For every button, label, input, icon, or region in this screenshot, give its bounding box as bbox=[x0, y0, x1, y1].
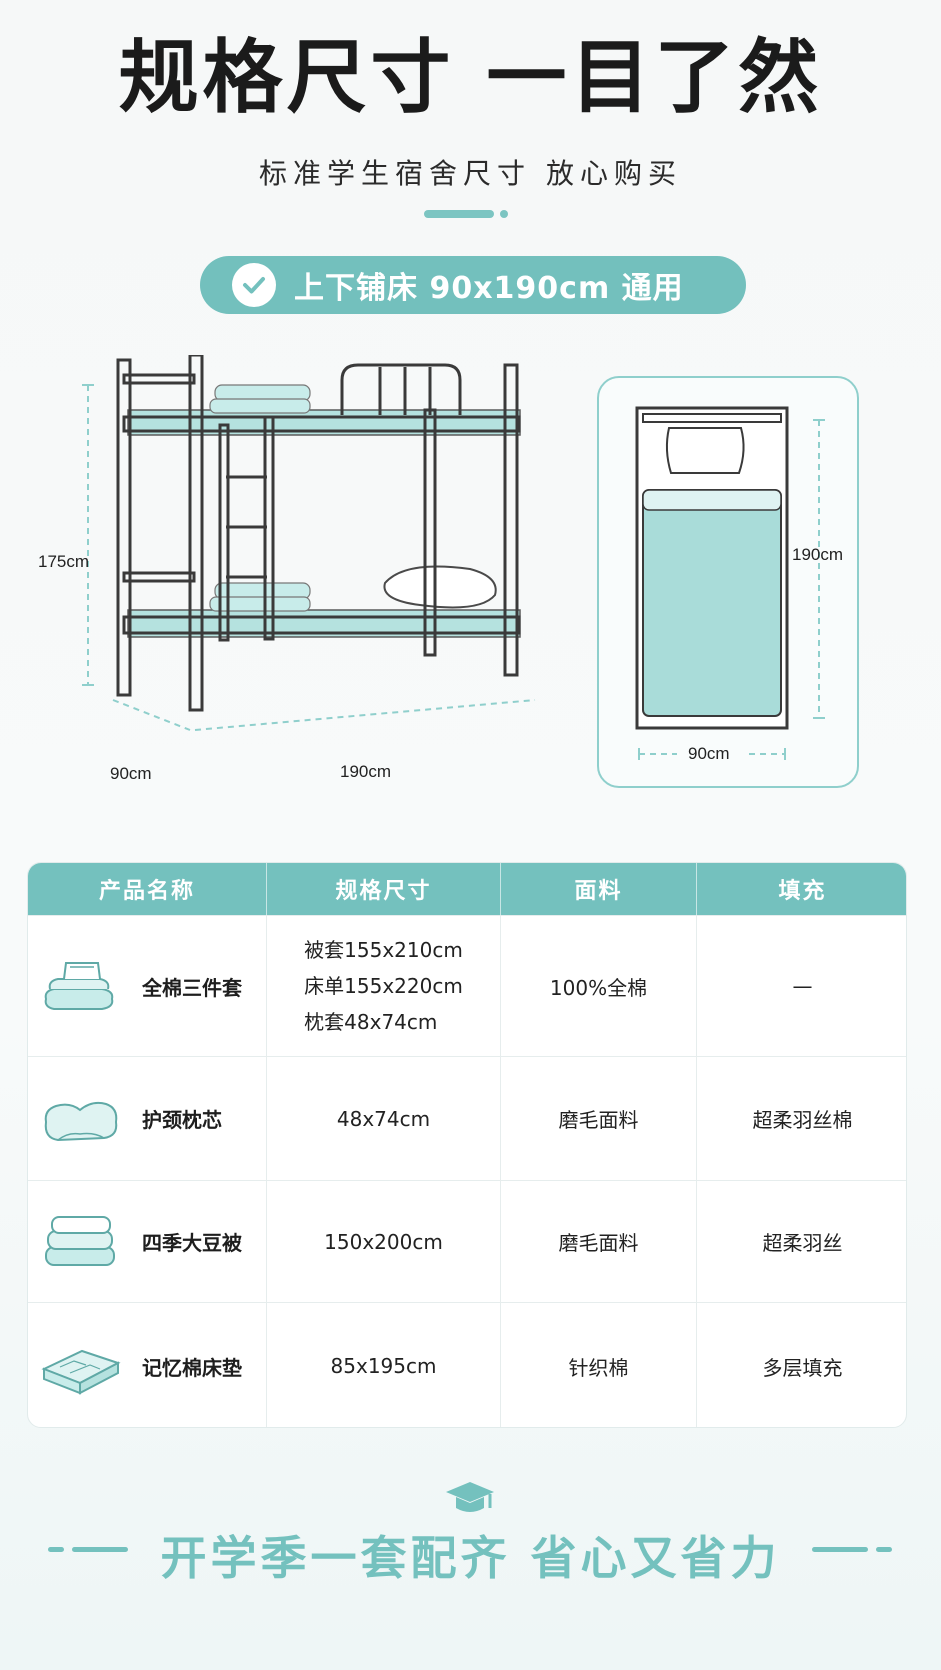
size-badge-label: 上下铺床 90x190cm 通用 bbox=[294, 271, 684, 306]
mattress-topview-illustration bbox=[635, 406, 825, 766]
bunk-height-label: 175cm bbox=[38, 552, 90, 571]
bunk-bed-illustration bbox=[82, 355, 536, 731]
mattress-width-label: 90cm bbox=[688, 744, 730, 763]
fabric-cell: 100%全棉 bbox=[501, 916, 697, 1056]
fabric-cell: 磨毛面料 bbox=[501, 1057, 697, 1180]
mattress-length-label: 190cm bbox=[792, 545, 844, 564]
table-row: 四季大豆被 150x200cm 磨毛面料 超柔羽丝 bbox=[28, 1180, 906, 1302]
filling-cell: 超柔羽丝棉 bbox=[752, 1108, 853, 1132]
check-icon bbox=[232, 263, 276, 307]
footer-left-dash bbox=[48, 1547, 128, 1552]
spec-size: 85x195cm bbox=[330, 1354, 437, 1378]
subtitle-dot bbox=[500, 210, 508, 218]
product-name: 四季大豆被 bbox=[142, 1231, 242, 1255]
footer-slogan: 开学季一套配齐 省心又省力 bbox=[160, 1531, 781, 1585]
bunk-length-label: 190cm bbox=[340, 762, 392, 781]
product-name: 护颈枕芯 bbox=[142, 1108, 222, 1132]
product-name: 全棉三件套 bbox=[142, 975, 242, 1000]
spec-duvet-cover: 被套155x210cm bbox=[304, 938, 463, 962]
bedding-set-icon bbox=[44, 962, 114, 1010]
spec-pillowcase: 枕套48x74cm bbox=[304, 1010, 438, 1034]
bunk-depth-label: 90cm bbox=[110, 764, 152, 783]
page-subtitle: 标准学生宿舍尺寸 放心购买 bbox=[259, 157, 682, 190]
fabric-cell: 针织棉 bbox=[501, 1303, 697, 1427]
subtitle-underline bbox=[424, 210, 494, 218]
spec-table: 产品名称 规格尺寸 面料 填充 全棉三件套 被套155x210cm 床单155x… bbox=[27, 862, 907, 1428]
mattress-topview-card bbox=[597, 376, 859, 788]
header-spec: 规格尺寸 bbox=[267, 863, 501, 915]
product-name: 记忆棉床垫 bbox=[142, 1355, 242, 1380]
header-filling: 填充 bbox=[778, 879, 827, 904]
header-product-name: 产品名称 bbox=[28, 863, 267, 915]
filling-cell: — bbox=[792, 974, 813, 998]
graduation-cap-icon bbox=[446, 1482, 494, 1512]
header-fabric: 面料 bbox=[501, 863, 697, 915]
footer-right-dash bbox=[812, 1547, 892, 1552]
spec-size: 150x200cm bbox=[324, 1229, 443, 1254]
filling-cell: 超柔羽丝 bbox=[762, 1231, 843, 1255]
filling-cell: 多层填充 bbox=[762, 1355, 843, 1380]
quilt-icon bbox=[45, 1215, 115, 1266]
table-row: 护颈枕芯 48x74cm 磨毛面料 超柔羽丝棉 bbox=[28, 1056, 906, 1180]
mattress-icon bbox=[41, 1349, 121, 1395]
table-header: 产品名称 规格尺寸 面料 填充 bbox=[28, 863, 906, 915]
table-row: 全棉三件套 被套155x210cm 床单155x220cm 枕套48x74cm … bbox=[28, 915, 906, 1056]
spec-bed-sheet: 床单155x220cm bbox=[304, 974, 463, 998]
pillow-icon bbox=[44, 1101, 118, 1141]
spec-size: 48x74cm bbox=[336, 1106, 431, 1131]
page-title: 规格尺寸 一目了然 bbox=[118, 31, 823, 124]
table-row: 记忆棉床垫 85x195cm 针织棉 多层填充 bbox=[28, 1302, 906, 1427]
fabric-cell: 磨毛面料 bbox=[501, 1181, 697, 1302]
size-badge: 上下铺床 90x190cm 通用 bbox=[200, 256, 746, 314]
